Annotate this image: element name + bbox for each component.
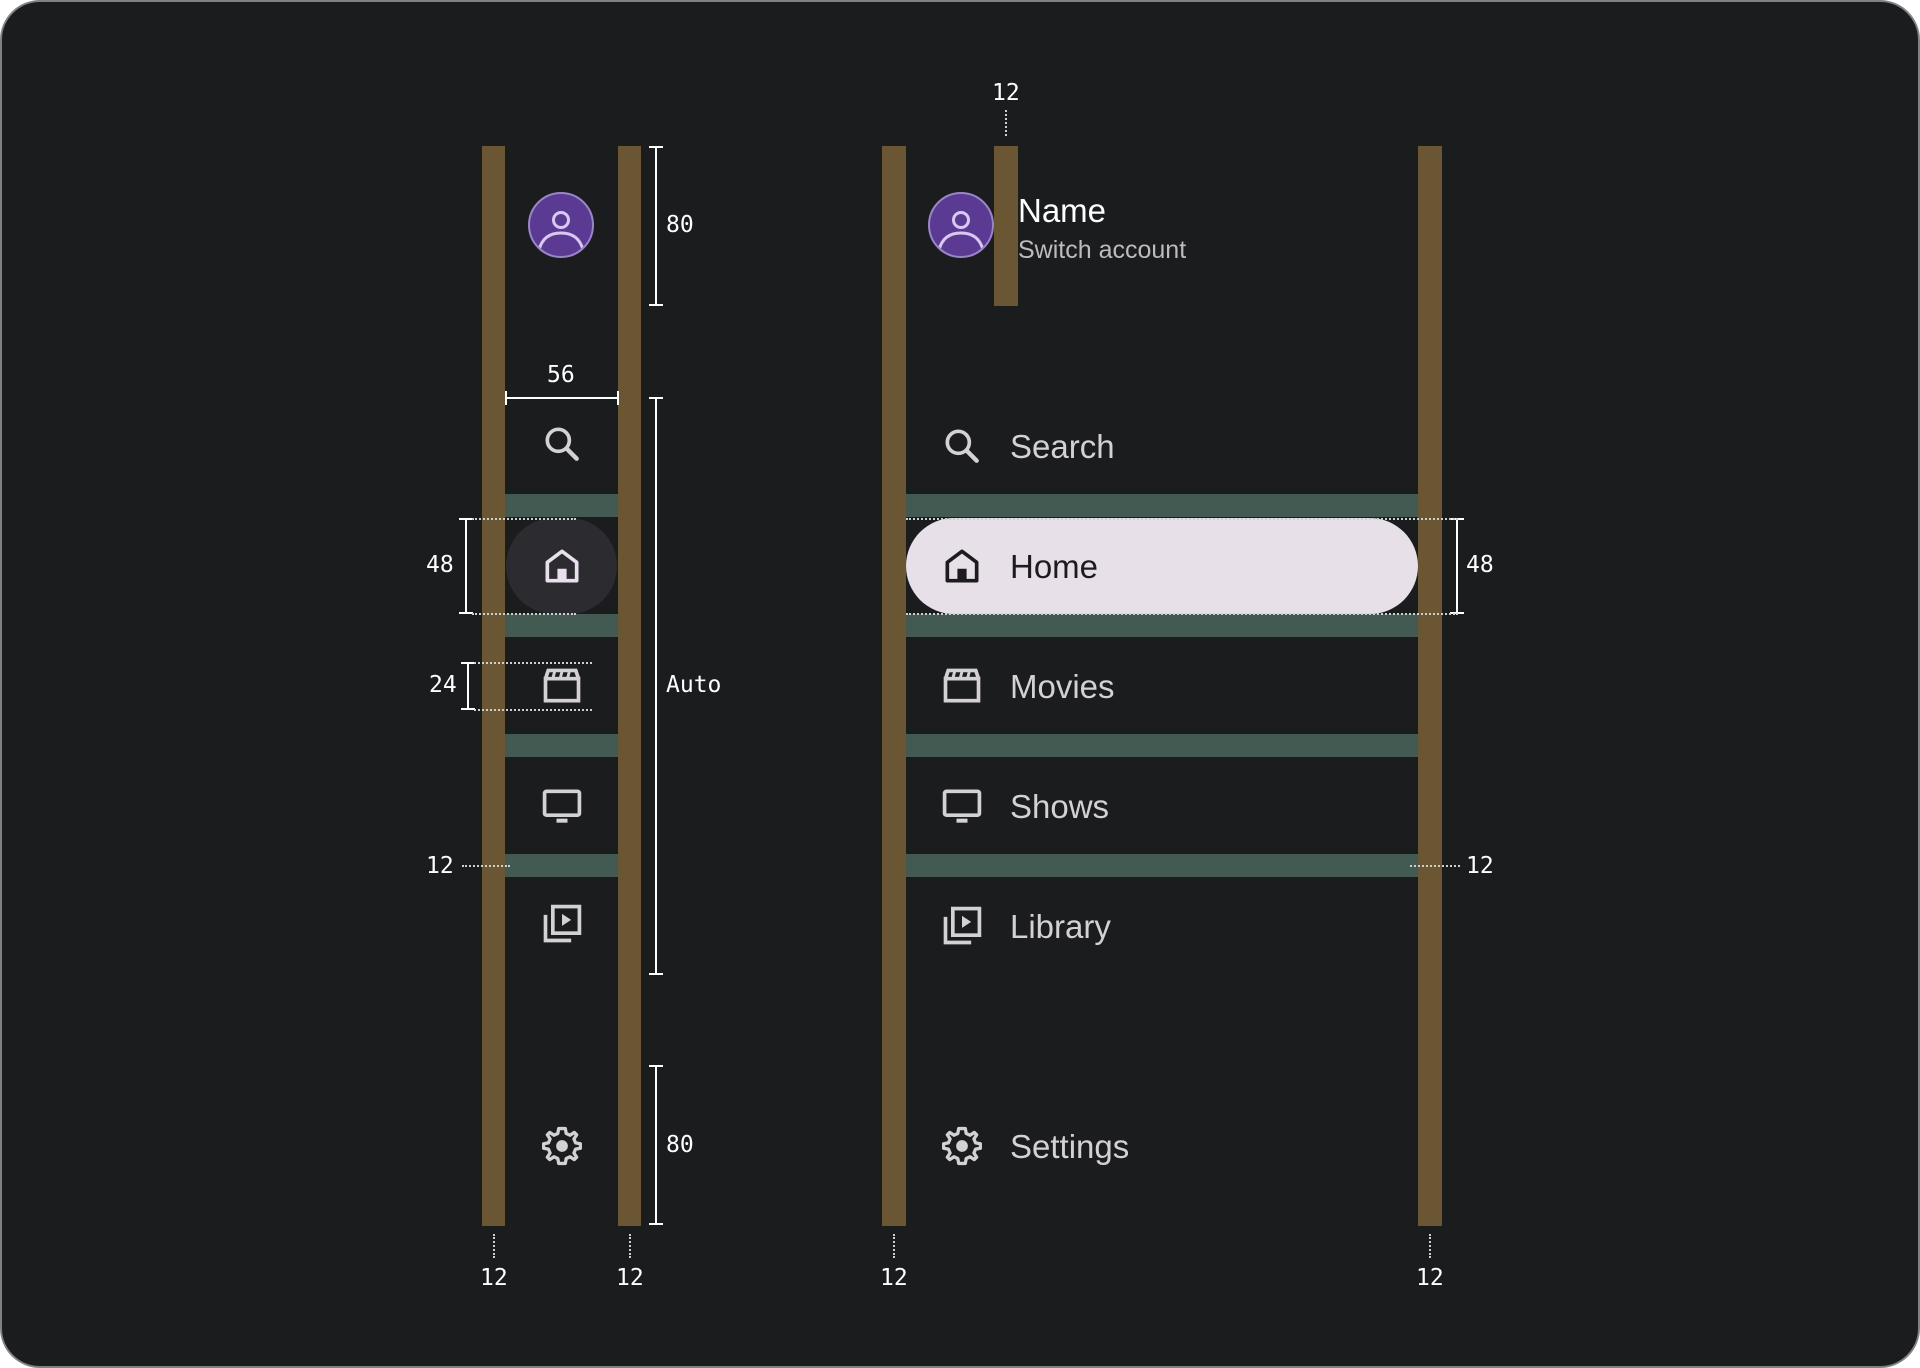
- drawer-active-indicator[interactable]: [906, 518, 1418, 614]
- dim-extension: [472, 518, 576, 520]
- drawer-gap-guide: [906, 614, 1418, 637]
- drawer-gap-guide: [906, 734, 1418, 757]
- dim-leader: [493, 1234, 495, 1258]
- dim-label-items-height: Auto: [666, 672, 722, 698]
- home-icon[interactable]: [540, 544, 584, 588]
- dim-label-item-gap: 12: [426, 853, 454, 879]
- home-icon[interactable]: [940, 544, 984, 588]
- dim-tick: [649, 1065, 663, 1067]
- dim-label-active-height: 48: [426, 552, 454, 578]
- search-icon[interactable]: [940, 424, 984, 468]
- movie-clapper-icon[interactable]: [940, 664, 984, 708]
- dim-extension: [906, 518, 1458, 520]
- drawer-left-margin-guide: [882, 146, 906, 1226]
- rail-right-margin-guide: [618, 146, 641, 1226]
- dim-label-header-height: 80: [666, 212, 694, 238]
- rail-gap-guide: [505, 614, 618, 637]
- drawer-item-search[interactable]: Search: [1010, 428, 1115, 465]
- drawer-item-library[interactable]: Library: [1010, 908, 1111, 945]
- drawer-item-movies[interactable]: Movies: [1010, 668, 1115, 705]
- dim-tick: [617, 391, 619, 405]
- dim-extension: [474, 709, 592, 711]
- dim-tick: [461, 662, 475, 664]
- dim-extension: [472, 613, 576, 615]
- video-library-icon[interactable]: [940, 904, 984, 948]
- gear-icon[interactable]: [540, 1124, 584, 1168]
- dim-label-drawer-right-margin: 12: [1416, 1265, 1444, 1291]
- movie-clapper-icon[interactable]: [540, 664, 584, 708]
- account-circle-icon: [937, 211, 985, 251]
- dim-tick: [461, 708, 475, 710]
- rail-left-margin-guide: [482, 146, 505, 1226]
- dim-line: [655, 397, 657, 975]
- dim-line: [655, 1065, 657, 1225]
- dim-tick: [649, 146, 663, 148]
- dim-label-footer-height: 80: [666, 1132, 694, 1158]
- dim-tick: [459, 612, 473, 614]
- switch-account-link[interactable]: Switch account: [1018, 236, 1187, 264]
- dim-tick: [649, 973, 663, 975]
- dim-label-drawer-gap: 12: [1466, 853, 1494, 879]
- dim-leader: [1410, 865, 1460, 867]
- dim-leader: [462, 865, 510, 867]
- tv-icon[interactable]: [540, 784, 584, 828]
- dim-tick: [505, 391, 507, 405]
- dim-line: [506, 397, 618, 399]
- account-circle-icon: [537, 211, 585, 251]
- drawer-item-home[interactable]: Home: [1010, 548, 1099, 585]
- dim-line: [655, 146, 657, 306]
- dim-line: [1456, 518, 1458, 614]
- dim-label-rail-left-margin: 12: [480, 1265, 508, 1291]
- video-library-icon[interactable]: [540, 902, 584, 946]
- drawer-item-shows[interactable]: Shows: [1010, 788, 1110, 825]
- rail-gap-guide: [505, 734, 618, 757]
- tv-icon[interactable]: [940, 784, 984, 828]
- gear-icon[interactable]: [940, 1124, 984, 1168]
- rail-gap-guide: [505, 854, 618, 877]
- dim-label-drawer-active-height: 48: [1466, 552, 1494, 578]
- dim-line: [465, 518, 467, 614]
- dim-label-item-width: 56: [547, 362, 575, 388]
- drawer-gap-guide: [906, 854, 1418, 877]
- rail-avatar[interactable]: [528, 192, 594, 258]
- dim-extension: [906, 613, 1458, 615]
- dim-label-rail-right-margin: 12: [616, 1265, 644, 1291]
- dim-leader: [629, 1234, 631, 1258]
- drawer-header-gap-guide: [994, 146, 1018, 306]
- dim-label-drawer-left-margin: 12: [880, 1265, 908, 1291]
- dim-leader: [1429, 1234, 1431, 1258]
- drawer-account-name: Name: [1018, 192, 1107, 229]
- drawer-avatar[interactable]: [928, 192, 994, 258]
- dim-tick: [649, 397, 663, 399]
- dim-line: [467, 662, 469, 710]
- dim-extension: [474, 662, 592, 664]
- search-icon[interactable]: [540, 422, 584, 466]
- dim-tick: [459, 518, 473, 520]
- drawer-item-settings[interactable]: Settings: [1010, 1128, 1130, 1165]
- dim-leader: [1005, 110, 1007, 136]
- dim-label-drawer-top-margin: 12: [992, 80, 1020, 106]
- rail-active-indicator: [506, 518, 617, 614]
- dim-tick: [649, 1223, 663, 1225]
- drawer-right-margin-guide: [1418, 146, 1442, 1226]
- rail-gap-guide: [505, 494, 618, 517]
- dim-tick: [649, 304, 663, 306]
- dim-leader: [893, 1234, 895, 1258]
- dim-label-icon-size: 24: [429, 672, 457, 698]
- drawer-gap-guide: [906, 494, 1418, 517]
